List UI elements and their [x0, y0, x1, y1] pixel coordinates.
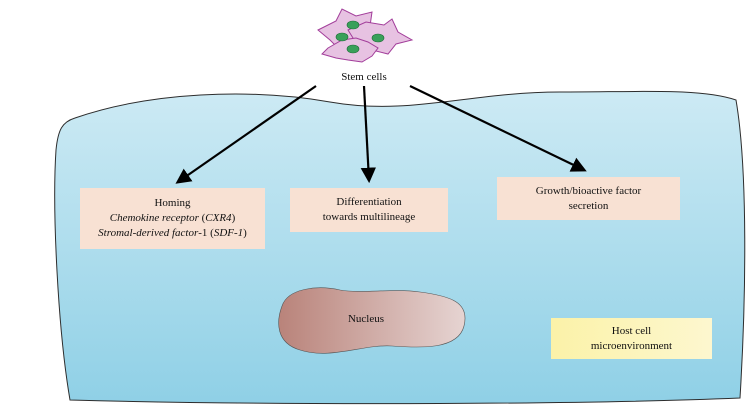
stem-cell-nucleus: [335, 32, 349, 42]
host-line2: microenvironment: [590, 339, 673, 352]
homing-box: Homing Chemokine receptor (CXR4) Stromal…: [80, 188, 265, 249]
arrow-to-differentiation: [360, 85, 377, 184]
secretion-box: Growth/bioactive factor secretion: [497, 177, 680, 220]
stem-cells-label: Stem cells: [341, 71, 387, 83]
homing-chemokine-line: Chemokine receptor (CXR4): [109, 212, 236, 224]
differentiation-line2: towards multilineage: [322, 211, 416, 223]
secretion-line2: secretion: [568, 199, 609, 212]
stem-cell-nucleus: [346, 20, 360, 30]
stem-cells-icon: [317, 8, 414, 63]
differentiation-line1: Differentiation: [336, 196, 402, 208]
differentiation-box: Differentiation towards multilineage: [290, 188, 448, 232]
nucleus-label: Nucleus: [347, 313, 385, 325]
stem-cell-nucleus: [346, 44, 360, 54]
host-line1: Host cell: [611, 324, 652, 337]
stem-cell-nucleus: [371, 33, 385, 43]
homing-sdf-line: Stromal-derived factor-1 (SDF-1): [98, 227, 247, 239]
homing-title: Homing: [154, 197, 191, 209]
host-microenvironment-box: Host cell microenvironment: [551, 318, 712, 359]
arrow-to-secretion: [409, 85, 587, 172]
nucleus-shape: [278, 287, 466, 354]
secretion-line1: Growth/bioactive factor: [535, 184, 642, 197]
arrow-to-homing: [175, 85, 317, 184]
